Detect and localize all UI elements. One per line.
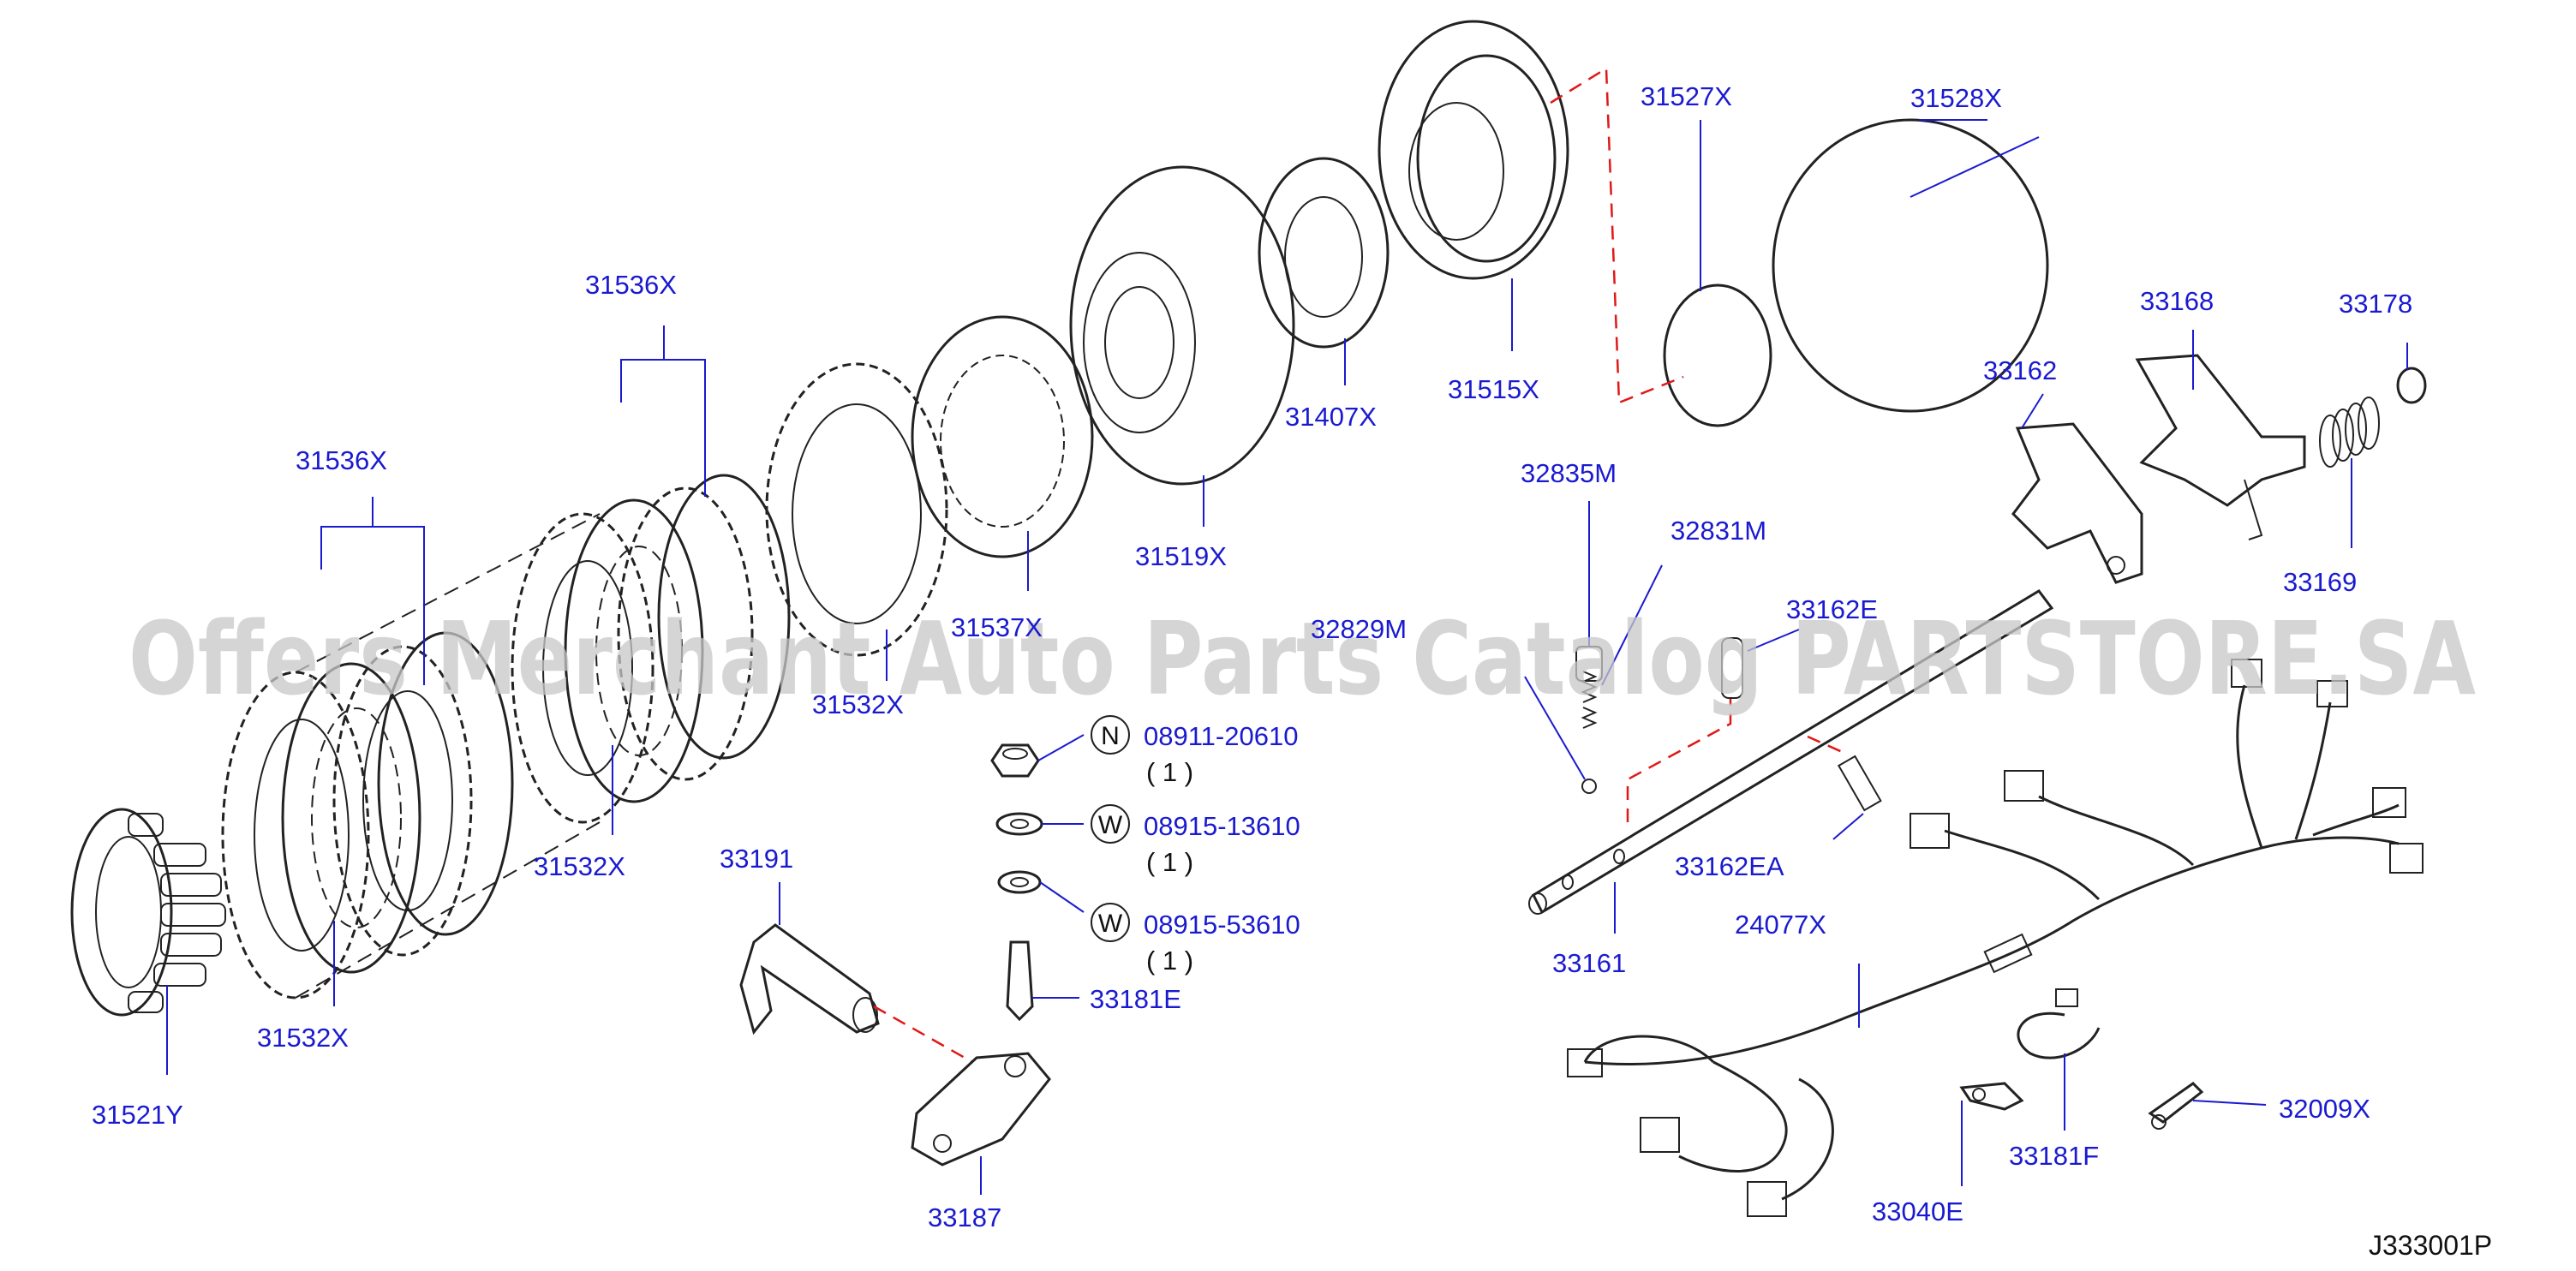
spring-33169[interactable] [2319, 397, 2380, 468]
callout-31537X[interactable]: 31537X [951, 612, 1043, 642]
callout-31527X[interactable]: 31527X [1641, 81, 1732, 111]
callout-31528X[interactable]: 31528X [1910, 83, 2002, 113]
fastener-number-08911-20610[interactable]: 08911-20610 [1144, 721, 1298, 751]
pin-33162E[interactable] [1721, 637, 1743, 699]
shift-rod-33161[interactable] [1528, 589, 2054, 915]
ball-32829M[interactable] [1581, 779, 1597, 794]
callout-33168[interactable]: 33168 [2140, 286, 2214, 316]
fastener-symbol-circle [1091, 804, 1130, 844]
o-ring-31528X[interactable] [1772, 118, 2049, 413]
fastener-symbol-circle [1091, 715, 1130, 755]
lock-washer-icon[interactable] [995, 812, 1043, 836]
callout-31407X[interactable]: 31407X [1285, 402, 1377, 432]
callout-33191[interactable]: 33191 [720, 844, 793, 874]
spring-retainer-31521Y[interactable] [70, 808, 226, 1017]
callout-33178[interactable]: 33178 [2339, 289, 2412, 319]
nut-icon[interactable] [990, 743, 1040, 778]
callout-33162EA[interactable]: 33162EA [1675, 851, 1784, 881]
clutch-plates-front[interactable] [221, 631, 514, 999]
shift-lever-33187[interactable] [911, 1052, 1051, 1167]
leader-lines [166, 119, 2408, 1195]
callout-31536X-lower[interactable]: 31536X [296, 445, 387, 475]
clutch-plate-31537X[interactable] [911, 315, 1094, 558]
callout-31519X[interactable]: 31519X [1135, 541, 1227, 571]
callout-33161[interactable]: 33161 [1552, 948, 1626, 978]
clip-33181F[interactable] [2017, 988, 2101, 1059]
fastener-symbol-circle [1091, 903, 1130, 942]
fastener-number-08915-13610[interactable]: 08915-13610 [1144, 811, 1300, 841]
clutch-piston-31519X[interactable] [1069, 165, 1295, 486]
fastener-qty: ( 1 ) [1146, 847, 1193, 877]
fastener-qty: ( 1 ) [1146, 757, 1193, 787]
callout-24077X[interactable]: 24077X [1735, 910, 1826, 940]
callout-31515X[interactable]: 31515X [1448, 374, 1539, 404]
callout-33181F[interactable]: 33181F [2009, 1141, 2099, 1171]
fastener-symbol-W: W [1098, 910, 1123, 938]
fastener-number-08915-53610[interactable]: 08915-53610 [1144, 910, 1300, 940]
fastener-symbol-W: W [1098, 811, 1123, 839]
plain-washer-icon[interactable] [997, 870, 1042, 894]
callout-31532X-middle[interactable]: 31532X [534, 851, 625, 881]
fastener-callouts: N 08911-20610 ( 1 ) W 08915-13610 ( 1 ) … [1091, 715, 1300, 976]
callout-33181E[interactable]: 33181E [1090, 984, 1181, 1014]
callout-32829M[interactable]: 32829M [1311, 614, 1407, 644]
clutch-drum-31515X[interactable] [1378, 20, 1569, 280]
callout-33040E[interactable]: 33040E [1872, 1196, 1963, 1226]
callout-32831M[interactable]: 32831M [1671, 516, 1766, 546]
shift-fork-33162[interactable] [2011, 422, 2143, 584]
callout-32009X[interactable]: 32009X [2279, 1094, 2370, 1124]
fastener-qty: ( 1 ) [1146, 946, 1193, 976]
snap-ring-33178[interactable] [2396, 367, 2427, 404]
callout-31536X-upper[interactable]: 31536X [585, 270, 677, 300]
bracket-33040E[interactable] [1959, 1082, 2024, 1111]
clutch-plate-31532X[interactable] [765, 362, 948, 657]
callout-31532X-center[interactable]: 31532X [812, 689, 904, 719]
wire-harness-24077X[interactable] [1567, 659, 2424, 1217]
callout-33187[interactable]: 33187 [928, 1202, 1001, 1232]
clip-32009X[interactable] [2148, 1082, 2204, 1130]
pin-33162EA[interactable] [1837, 755, 1882, 812]
shift-shaft-33191[interactable] [739, 923, 880, 1035]
callout-labels: 31527X 31528X 31536X 31536X 31515X 31407… [92, 81, 2412, 1232]
fastener-symbol-N: N [1101, 722, 1120, 750]
callout-31532X-left[interactable]: 31532X [257, 1023, 349, 1053]
callout-33162[interactable]: 33162 [1983, 355, 2057, 385]
callout-33169[interactable]: 33169 [2283, 567, 2357, 597]
callout-33162E[interactable]: 33162E [1786, 594, 1878, 624]
watermark: Offers Merchant Auto Parts Catalog PARTS… [129, 600, 2476, 718]
drawing-code: J333001P [2369, 1230, 2492, 1261]
shift-fork-33168[interactable] [2135, 354, 2306, 540]
clutch-plates-rear[interactable] [511, 474, 791, 824]
o-ring-31527X[interactable] [1663, 283, 1772, 427]
pin-33181E[interactable] [1006, 940, 1034, 1022]
detent-spring-32831M[interactable] [1581, 671, 1598, 729]
callout-32835M[interactable]: 32835M [1521, 458, 1617, 488]
callout-31521Y[interactable]: 31521Y [92, 1100, 183, 1130]
seal-ring-31407X[interactable] [1258, 157, 1390, 349]
